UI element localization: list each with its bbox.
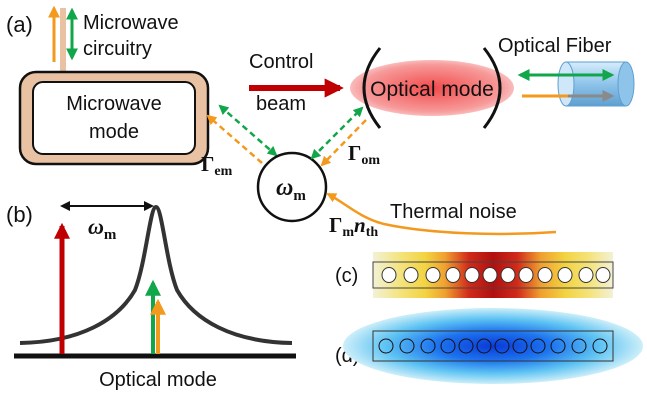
microwave-mode-label-2: mode — [89, 121, 139, 143]
optical-mode-box-label: Optical mode — [370, 78, 494, 101]
microwave-mode-inner — [32, 81, 196, 155]
thermal-noise-arrow — [326, 192, 557, 236]
control-beam-label-2: beam — [256, 93, 306, 115]
microwave-circuitry-label-1: Microwave — [83, 12, 179, 34]
gamma-em-symbol: Γem — [201, 152, 233, 179]
microwave-wire — [60, 8, 66, 72]
microwave-mode-label-1: Microwave — [66, 93, 162, 115]
cavity-mirror-right — [482, 47, 502, 129]
gamma-m-nth-symbol: Γmnth — [329, 213, 378, 240]
microwave-circuitry-label-2: circuitry — [83, 38, 152, 60]
optical-fiber-body — [565, 61, 627, 107]
mechanical-mode-circle — [256, 151, 328, 223]
optical-mode-field — [350, 60, 514, 116]
green-dashed-arrow-om — [310, 106, 364, 160]
panel-label-a: (a) — [6, 12, 33, 37]
optical-fiber-end — [557, 61, 575, 107]
omega-m-symbol: ωm — [276, 175, 306, 204]
control-beam-label-1: Control — [249, 51, 313, 73]
optical-mode-axis-label: Optical mode — [99, 369, 217, 391]
mechanical-mode-profile — [372, 252, 614, 298]
green-dashed-arrow-em — [218, 104, 278, 157]
panel-label-c: (c) — [335, 265, 358, 287]
cavity-mirror-left — [362, 47, 382, 129]
optical-resonance-curve — [19, 204, 293, 345]
thermal-noise-label: Thermal noise — [390, 201, 517, 223]
optical-fiber-far-end — [617, 61, 635, 107]
panel-label-b: (b) — [6, 202, 33, 227]
gamma-om-symbol: Γom — [348, 141, 380, 168]
orange-dashed-arrow-em — [206, 114, 263, 164]
omega-spacing-symbol: ωm — [88, 214, 117, 243]
orange-dashed-arrow-om — [320, 119, 367, 167]
optical-mode-profile — [343, 308, 643, 384]
optical-fiber-label: Optical Fiber — [498, 35, 612, 57]
